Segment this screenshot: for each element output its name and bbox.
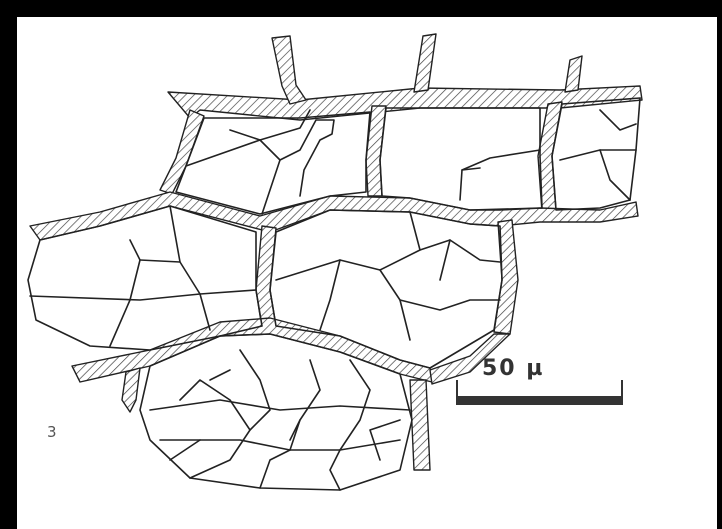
scale-bar <box>457 380 622 404</box>
scale-bar-label: 50 µ <box>482 356 544 381</box>
panel-number: 3 <box>47 423 57 441</box>
